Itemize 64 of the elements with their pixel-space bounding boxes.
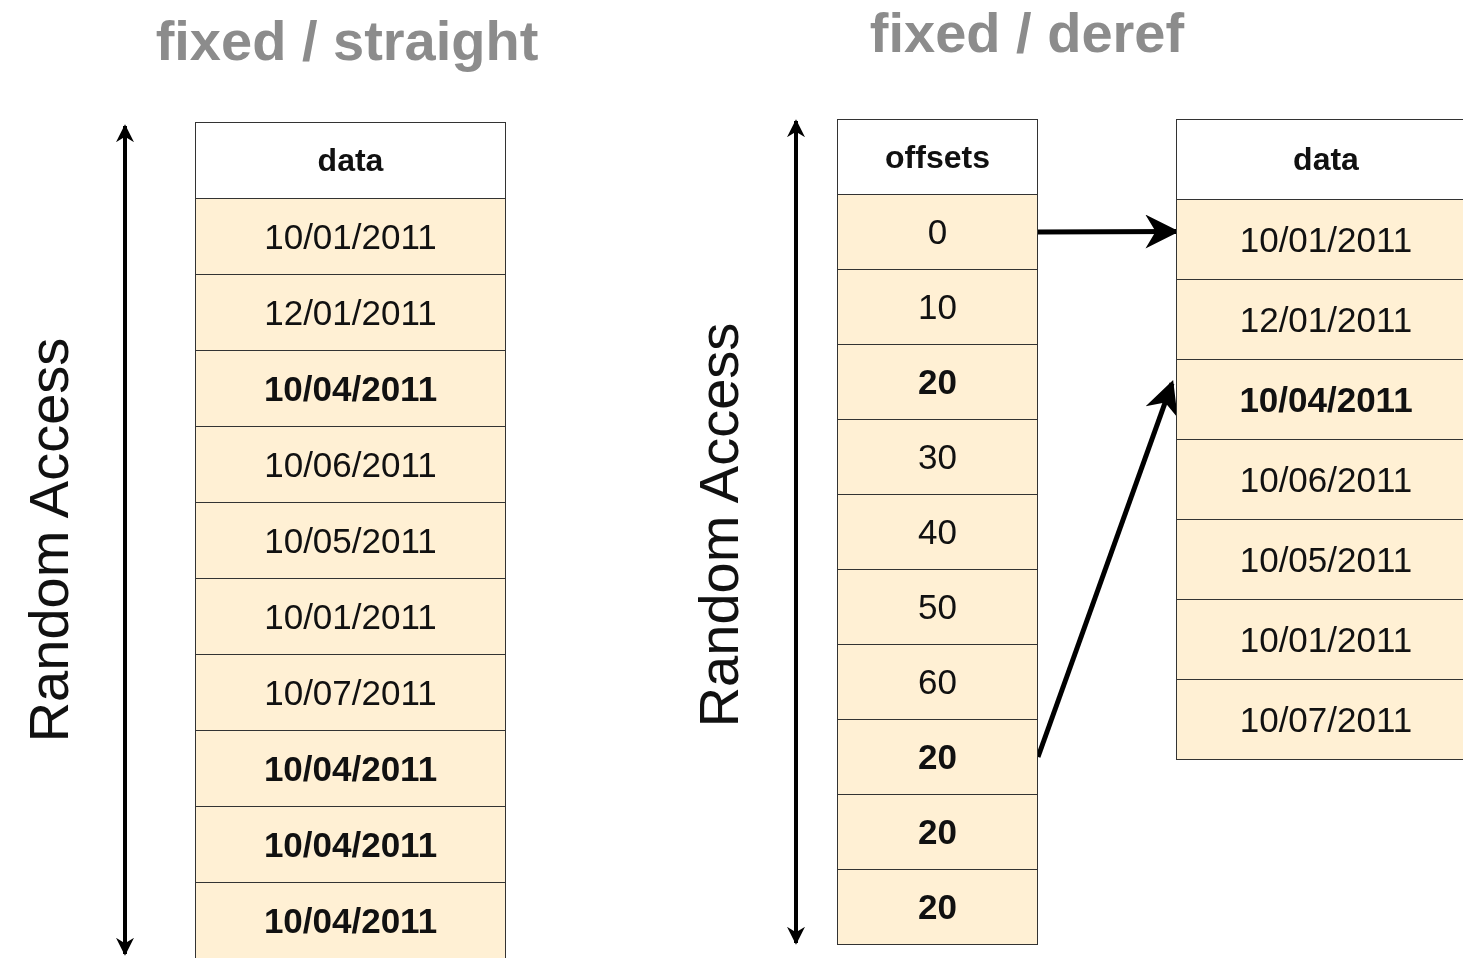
table-cell — [195, 502, 506, 579]
table-cell — [1176, 359, 1463, 440]
cell-text: 20 — [918, 362, 957, 402]
table-cell — [837, 344, 1038, 420]
table-cell — [195, 274, 506, 351]
cell-text: 50 — [918, 587, 957, 627]
table-cell — [837, 644, 1038, 720]
cell-text: 30 — [918, 437, 957, 477]
section-heading: fixed / straight — [155, 8, 539, 73]
header-text: data — [317, 142, 384, 179]
table-cell — [837, 794, 1038, 870]
column-header — [1176, 119, 1463, 200]
cell-text: 10/04/2011 — [263, 748, 438, 789]
cell-text: 10/04/2011 — [263, 368, 438, 409]
table-cell — [837, 719, 1038, 795]
cell-text: 20 — [918, 887, 957, 927]
cell-text: 10/04/2011 — [263, 824, 438, 865]
table-cell — [1176, 519, 1463, 600]
cell-text: 10/01/2011 — [264, 216, 437, 257]
cell-text: 12/01/2011 — [264, 292, 437, 333]
table-cell — [1176, 599, 1463, 680]
column-header — [195, 122, 506, 199]
table-cell — [195, 654, 506, 731]
table-cell — [195, 426, 506, 503]
axis-label: Random Access — [15, 337, 81, 743]
axis-label: Random Access — [685, 322, 751, 728]
table-cell — [1176, 199, 1463, 280]
header-text: offsets — [885, 138, 990, 176]
cell-text: 10/04/2011 — [1239, 379, 1413, 420]
table-cell — [195, 806, 506, 883]
cell-text: 10/01/2011 — [264, 596, 437, 637]
table-cell — [837, 269, 1038, 345]
cell-text: 20 — [918, 737, 957, 777]
cell-text: 10/06/2011 — [264, 444, 437, 485]
cell-text: 10/01/2011 — [1239, 619, 1413, 660]
cell-text: 10/07/2011 — [1239, 699, 1413, 740]
table-cell — [837, 569, 1038, 645]
cell-text: 0 — [927, 212, 948, 252]
table-cell — [837, 494, 1038, 570]
table-cell — [195, 198, 506, 275]
cell-text: 10/05/2011 — [1239, 539, 1413, 580]
cell-text: 60 — [918, 662, 957, 702]
header-text: data — [1293, 141, 1359, 178]
table-cell — [195, 730, 506, 807]
table-cell — [195, 882, 506, 958]
cell-text: 12/01/2011 — [1239, 299, 1413, 340]
cell-text: 10/05/2011 — [264, 520, 437, 561]
table-cell — [837, 869, 1038, 945]
table-cell — [195, 350, 506, 427]
cell-text: 10/01/2011 — [1239, 219, 1413, 260]
cell-text: 10/04/2011 — [263, 900, 438, 941]
cell-text: 10/06/2011 — [1239, 459, 1413, 500]
table-cell — [1176, 279, 1463, 360]
cell-text: 20 — [918, 812, 957, 852]
cell-text: 10 — [918, 287, 957, 327]
table-cell — [1176, 679, 1463, 760]
table-cell — [1176, 439, 1463, 520]
cell-text: 10/07/2011 — [264, 672, 437, 713]
table-cell — [837, 419, 1038, 495]
cell-text: 40 — [918, 512, 957, 552]
table-cell — [195, 578, 506, 655]
section-heading: fixed / deref — [869, 0, 1185, 65]
table-cell — [837, 194, 1038, 270]
column-header — [837, 119, 1038, 195]
